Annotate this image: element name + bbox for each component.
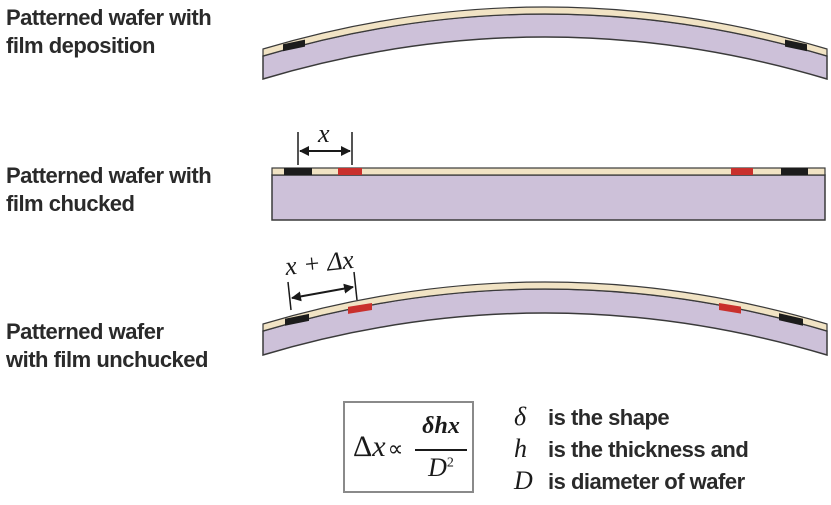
formula-box: Δx∝ δhx D2: [343, 401, 474, 493]
marker-red-right-chucked: [731, 168, 753, 175]
wafer-deposition-film: [262, 6, 828, 57]
marker-black-right-chucked: [781, 168, 808, 175]
label-deposition: Patterned wafer with film deposition: [6, 4, 212, 60]
legend-symbol-delta: δ: [514, 402, 526, 431]
label-chucked-line1: Patterned wafer with: [6, 163, 212, 188]
label-chucked: Patterned wafer with film chucked: [6, 162, 212, 218]
marker-black-left-deposition: [283, 39, 305, 52]
formula-x: x: [372, 430, 386, 463]
legend-text-h: is the thickness and: [548, 437, 749, 462]
formula-lhs: Δx∝: [353, 430, 403, 464]
formula-denominator: D2: [417, 453, 465, 483]
wafer-chucked: x: [271, 119, 826, 221]
marker-black-left-unchucked: [285, 313, 309, 326]
marker-black-right-deposition: [785, 39, 807, 52]
legend-symbol-h: h: [514, 434, 527, 463]
wafer-diagram: x x + Δx: [262, 6, 828, 357]
wafer-chucked-film: [271, 167, 826, 176]
arrow-x-plus-dx: [291, 283, 354, 302]
wafer-unchucked-film: [262, 281, 828, 332]
legend-row-delta: δ is the shape: [514, 401, 748, 433]
formula-numerator: δhx: [422, 413, 460, 439]
annotation-x: x: [317, 119, 330, 148]
wafer-unchucked: x + Δx: [262, 245, 828, 357]
marker-red-right-unchucked: [719, 303, 741, 314]
label-unchucked-line2: with film unchucked: [6, 347, 208, 372]
legend-text-delta: is the shape: [548, 405, 670, 430]
wafer-deposition: [262, 6, 828, 81]
label-deposition-line2: film deposition: [6, 33, 155, 58]
marker-black-left-chucked: [284, 168, 312, 175]
legend-symbol-d: D: [514, 466, 533, 495]
label-chucked-line2: film chucked: [6, 191, 135, 216]
wafer-chucked-substrate: [271, 174, 826, 221]
wafer-deposition-substrate: [262, 13, 828, 81]
legend-text-d: is diameter of wafer: [548, 469, 745, 494]
marker-red-left-unchucked: [348, 303, 372, 314]
formula-proportional: ∝: [387, 436, 404, 461]
formula-exponent: 2: [446, 455, 454, 471]
label-unchucked-line1: Patterned wafer: [6, 319, 164, 344]
annotation-x-plus-dx: x + Δx: [283, 245, 356, 281]
legend-row-h: h is the thickness and: [514, 433, 749, 465]
marker-red-left-chucked: [338, 168, 362, 175]
formula-denominator-var: D: [428, 453, 447, 482]
tick-left-unchucked: [287, 281, 292, 311]
formula-delta: Δ: [353, 430, 373, 463]
label-unchucked: Patterned wafer with film unchucked: [6, 318, 208, 374]
marker-black-right-unchucked: [779, 313, 803, 326]
tick-right-unchucked: [353, 271, 358, 301]
label-deposition-line1: Patterned wafer with: [6, 5, 212, 30]
formula-fraction-bar: [415, 449, 467, 451]
wafer-unchucked-substrate: [262, 288, 828, 357]
